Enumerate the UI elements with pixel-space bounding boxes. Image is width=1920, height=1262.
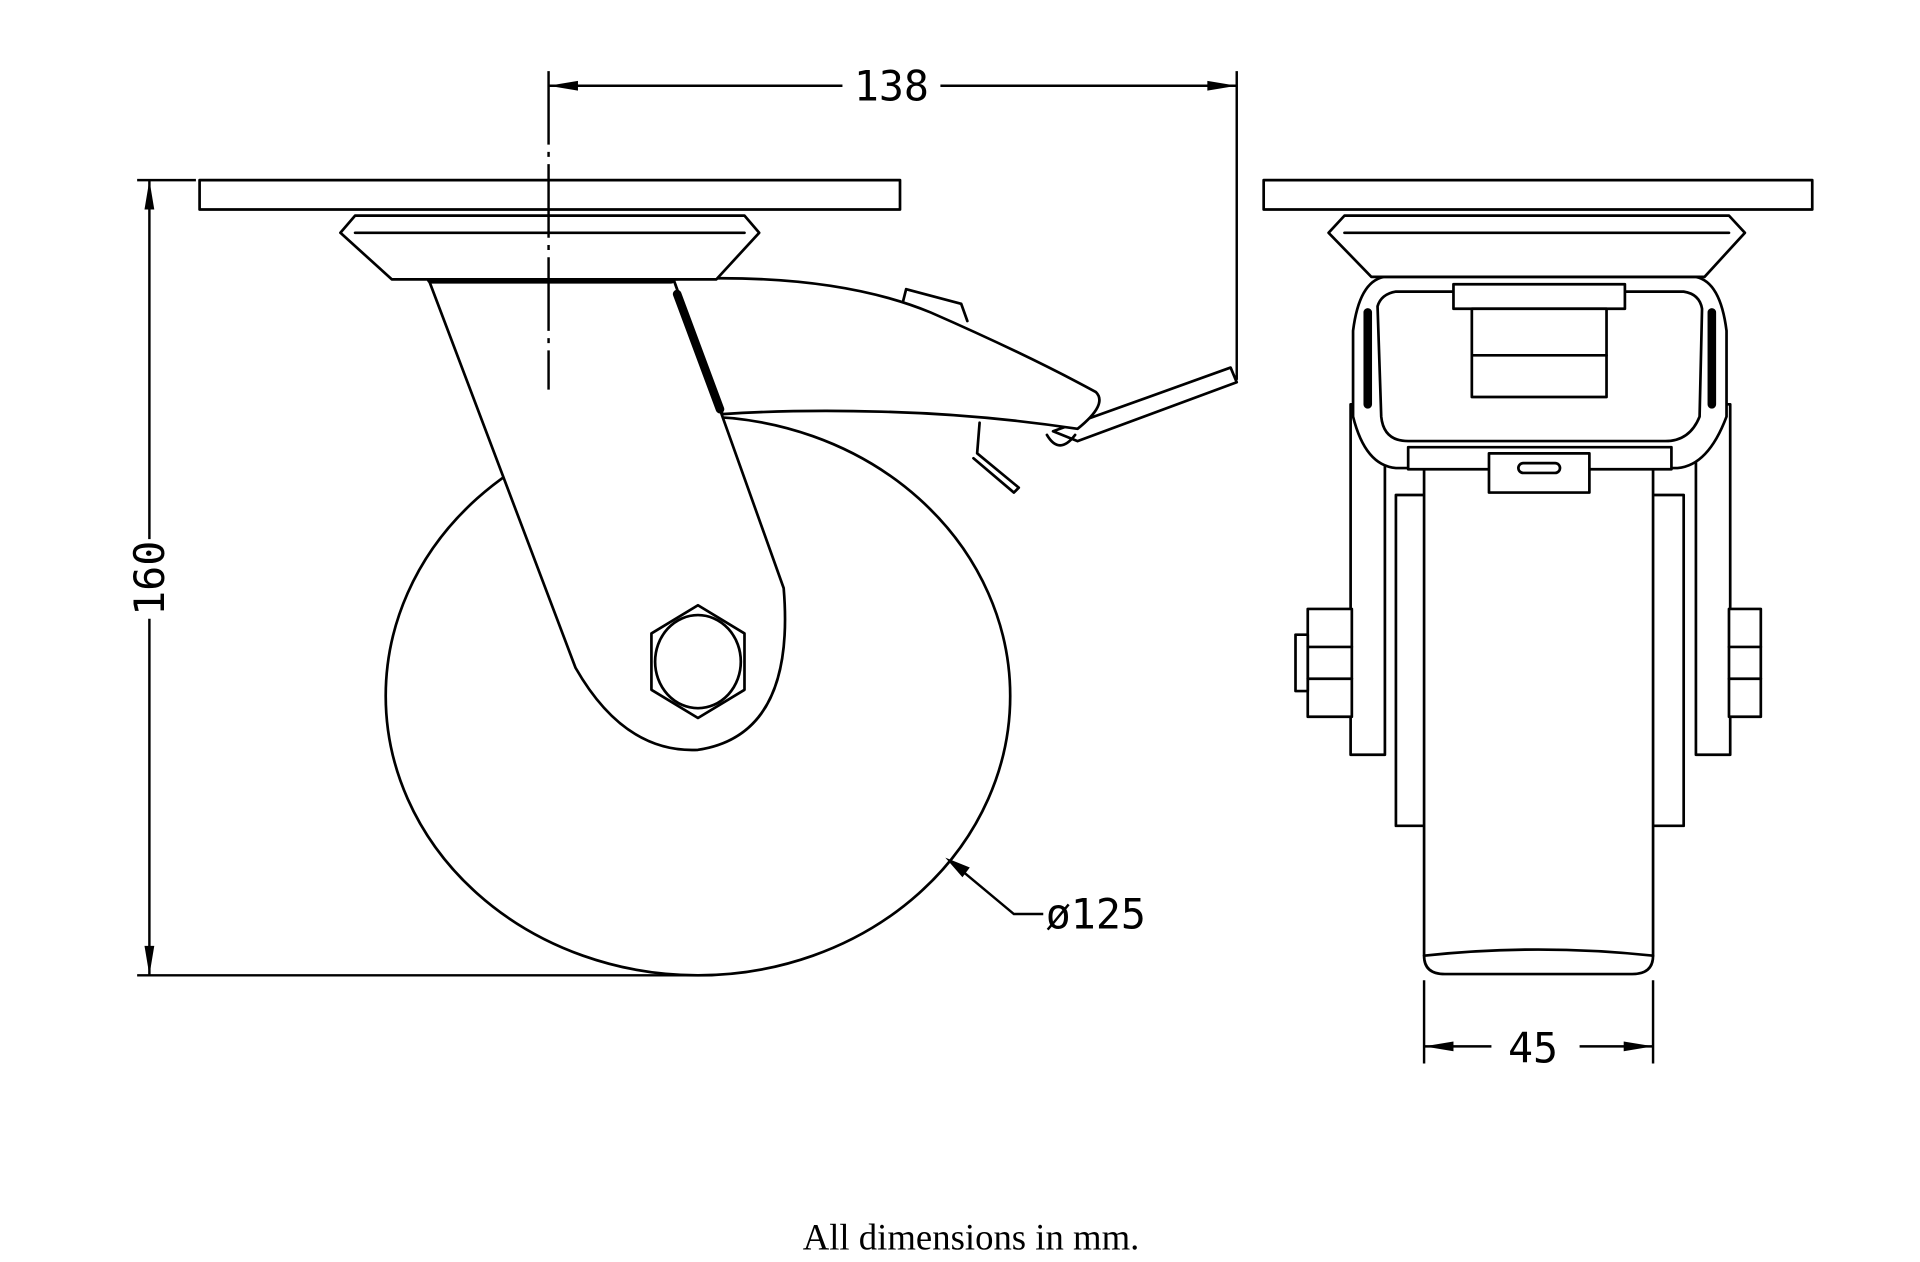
brake-housing bbox=[672, 276, 1101, 431]
brake-slot bbox=[1517, 461, 1562, 475]
dimension-height: 160 bbox=[125, 178, 698, 977]
brake-lever bbox=[1051, 366, 1239, 443]
top-plate-bracket bbox=[901, 287, 969, 323]
axle-nut-right bbox=[1727, 607, 1763, 719]
axle-nut-hex bbox=[650, 603, 746, 720]
brake-block bbox=[1470, 307, 1608, 399]
brake-block-top bbox=[1452, 282, 1627, 311]
axle-end-left bbox=[1294, 633, 1310, 693]
dimension-offset-label: 138 bbox=[854, 61, 929, 110]
units-note: All dimensions in mm. bbox=[803, 1217, 1140, 1258]
dimension-width-label: 45 bbox=[1508, 1023, 1558, 1072]
brake-clip bbox=[1045, 433, 1077, 447]
dimension-width: 45 bbox=[1422, 980, 1655, 1072]
front-wheel-tread bbox=[1422, 464, 1655, 958]
side-view bbox=[198, 71, 1239, 977]
axle-nut-left bbox=[1306, 607, 1354, 719]
brake-pedal-tab bbox=[972, 421, 1021, 494]
tread-bottom bbox=[1422, 954, 1655, 976]
fork-inner bbox=[1376, 290, 1704, 443]
front-top-plate bbox=[1262, 178, 1814, 211]
weld-seam-side bbox=[672, 289, 725, 414]
dimension-offset: 138 bbox=[548, 61, 1238, 380]
dimension-height-label: 160 bbox=[125, 541, 174, 616]
dimension-diameter: ø125 bbox=[945, 857, 1146, 939]
front-view bbox=[1262, 178, 1814, 976]
axle-nut-bore bbox=[653, 613, 743, 710]
dimension-diameter-label: ø125 bbox=[1046, 890, 1146, 939]
front-swivel-bearing bbox=[1327, 214, 1747, 279]
fork-leg-right bbox=[1694, 402, 1732, 757]
